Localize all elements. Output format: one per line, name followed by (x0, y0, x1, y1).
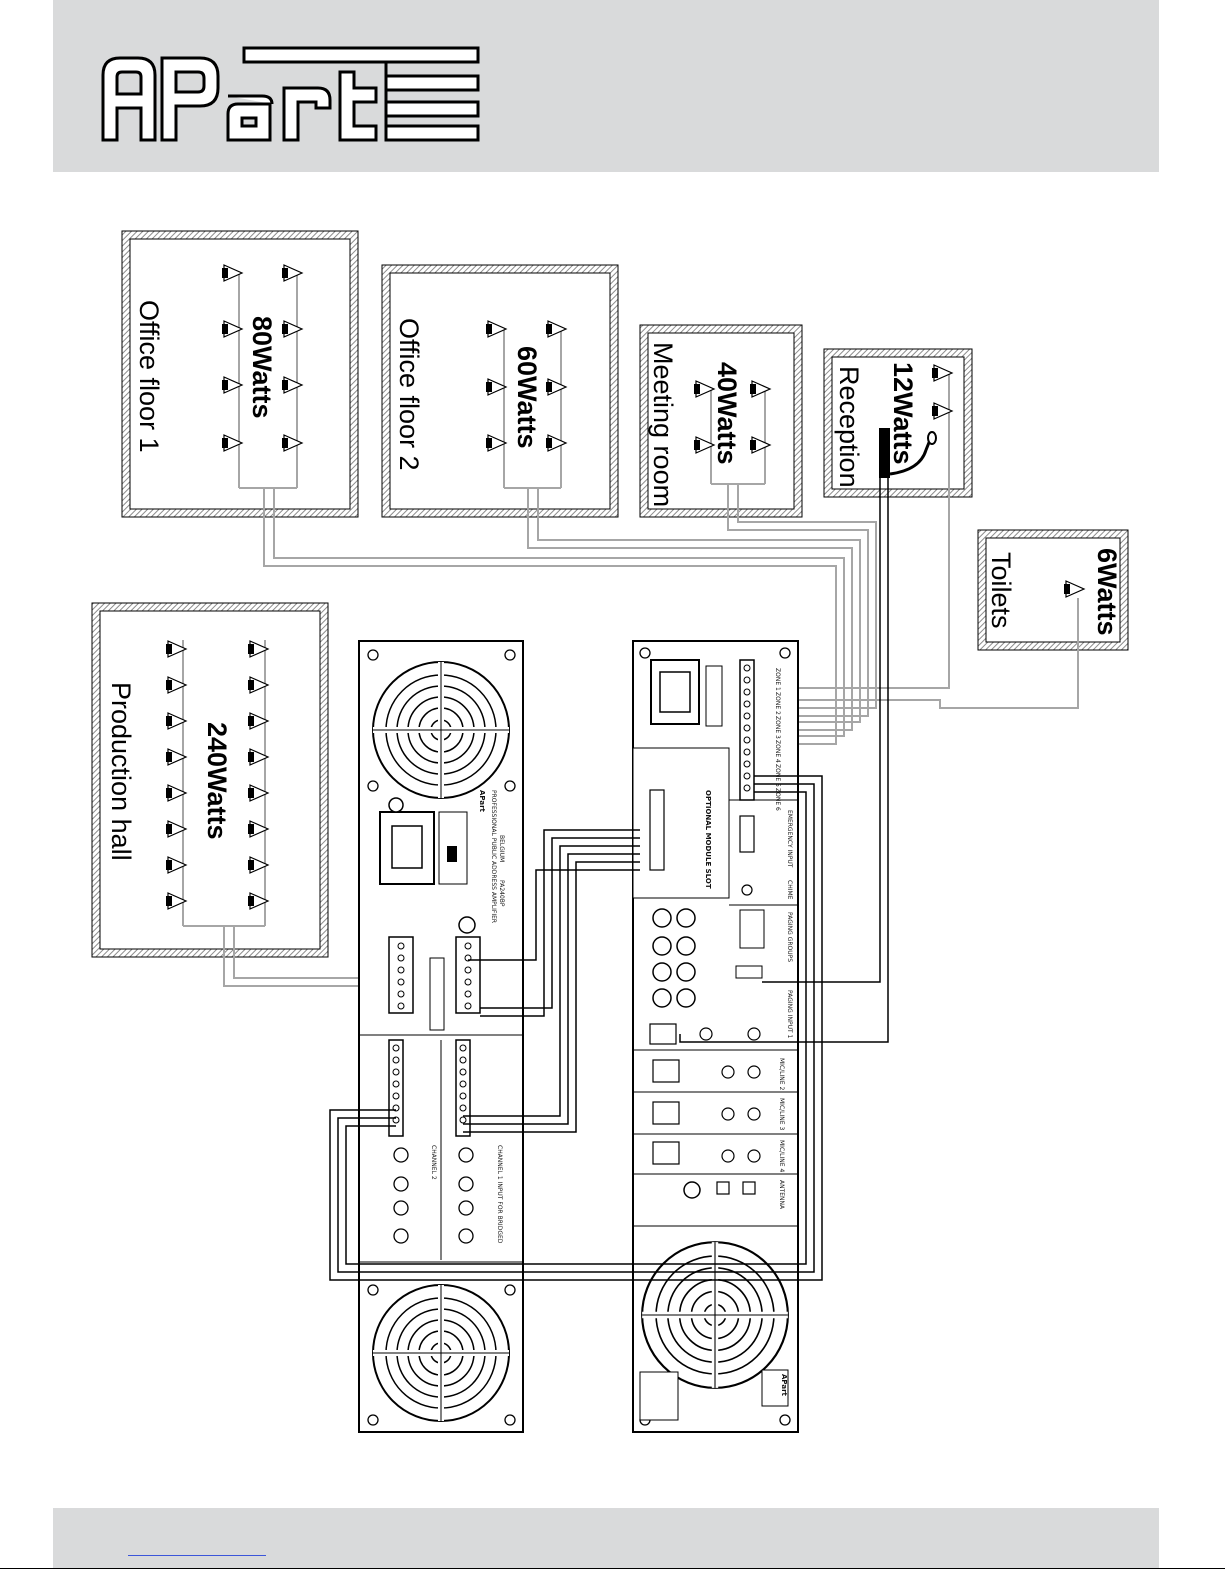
reception-label: Reception (834, 366, 864, 488)
fan-grille-top (373, 662, 509, 798)
signal-wiring (329, 476, 889, 1281)
amp-brand: APart (478, 790, 486, 813)
footer-band (53, 1508, 1159, 1569)
power-inlet[interactable] (379, 811, 435, 885)
office-floor-1-power: 80Watts (247, 316, 277, 419)
toilets-label: Toilets (986, 552, 1016, 629)
line-input-terminal[interactable] (649, 1023, 677, 1045)
amp-description: PROFESSIONAL PUBLIC ADDRESS AMPLIFIER (490, 790, 497, 923)
antenna-socket[interactable] (683, 1181, 701, 1199)
speaker-wiring (223, 484, 1079, 987)
amp-channel-2-label: CHANNEL 2 (430, 1145, 437, 1180)
chime-level-knob[interactable] (741, 884, 753, 896)
mixer-amplifier-panel: ZONE 1 ZONE 2 ZONE 3 ZONE 4 ZONE 5 ZONE … (632, 640, 799, 1433)
amp-knobs[interactable] (393, 1147, 474, 1244)
zone-2-label: ZONE 2 (774, 692, 781, 715)
mic-line-2-terminal[interactable] (652, 1059, 680, 1083)
optional-module-slot (632, 747, 730, 899)
fan-grille-bottom (373, 1285, 509, 1421)
zone-3-label: ZONE 3 (774, 716, 781, 739)
mixer-brand: APart (780, 1374, 788, 1397)
room-office-floor-2: Office floor 2 60Watts (381, 264, 619, 518)
meeting-room-power: 40Watts (712, 362, 742, 465)
office-floor-2-label: Office floor 2 (394, 318, 424, 471)
mic-line-4-label: MIC/LINE 4 (778, 1140, 785, 1172)
footer-rule (0, 1568, 1225, 1569)
emergency-input-terminal[interactable] (739, 815, 755, 853)
amp-input-terminal-ch1[interactable] (455, 1039, 471, 1137)
zone-1-label: ZONE 1 (774, 668, 781, 691)
power-amplifier-panel: APart PROFESSIONAL PUBLIC ADDRESS AMPLIF… (358, 640, 524, 1433)
module-terminal[interactable] (649, 789, 665, 871)
room-reception: Reception 12Watts (823, 348, 973, 498)
mic-line-3-terminal[interactable] (652, 1101, 680, 1125)
room-production-hall: Production hall 240Watts (91, 602, 329, 958)
emergency-input-label: EMERGENCY INPUT (786, 810, 793, 868)
production-hall-power: 240Watts (202, 722, 232, 840)
apart-logo (101, 46, 480, 142)
amp-input-terminal-ch2[interactable] (388, 1039, 404, 1137)
amp-channel-1-label: CHANNEL 1 INPUT FOR BRIDGED (496, 1145, 503, 1244)
toilets-power: 6Watts (1092, 548, 1122, 636)
office-floor-1-label: Office floor 1 (134, 300, 164, 453)
production-hall-label: Production hall (106, 682, 136, 861)
paging-input-1-label: PAGING INPUT 1 (786, 990, 793, 1039)
amp-output-terminal-ch1[interactable] (455, 936, 481, 1014)
amp-country: BELGIUM (498, 835, 505, 862)
antenna-label: ANTENNA (778, 1180, 785, 1210)
module-slot-label: OPTIONAL MODULE SLOT (704, 790, 712, 889)
mic-line-3-label: MIC/LINE 3 (778, 1098, 785, 1130)
paging-groups-label: PAGING GROUPS (786, 912, 793, 962)
office-floor-2-power: 60Watts (512, 346, 542, 449)
zone-4-label: ZONE 4 (774, 740, 781, 763)
paging-microphone (879, 428, 890, 478)
mic-line-4-terminal[interactable] (652, 1141, 680, 1165)
rca-sockets[interactable] (652, 908, 696, 1008)
paging-group-dipswitch[interactable] (739, 909, 765, 949)
room-office-floor-1: Office floor 1 80Watts (121, 230, 359, 518)
header-band (53, 0, 1159, 172)
room-toilets: Toilets 6Watts (977, 529, 1129, 651)
footer-link-underline[interactable] (128, 1555, 266, 1556)
reception-power: 12Watts (888, 362, 918, 465)
amp-output-terminal-ch2[interactable] (388, 936, 414, 1014)
meeting-room-label: Meeting room (648, 342, 678, 507)
chime-label: CHIME (786, 880, 793, 900)
mic-line-2-label: MIC/LINE 2 (778, 1058, 785, 1090)
amp-model: PA240BP (498, 880, 505, 907)
room-meeting-room: Meeting room 40Watts (639, 324, 803, 518)
